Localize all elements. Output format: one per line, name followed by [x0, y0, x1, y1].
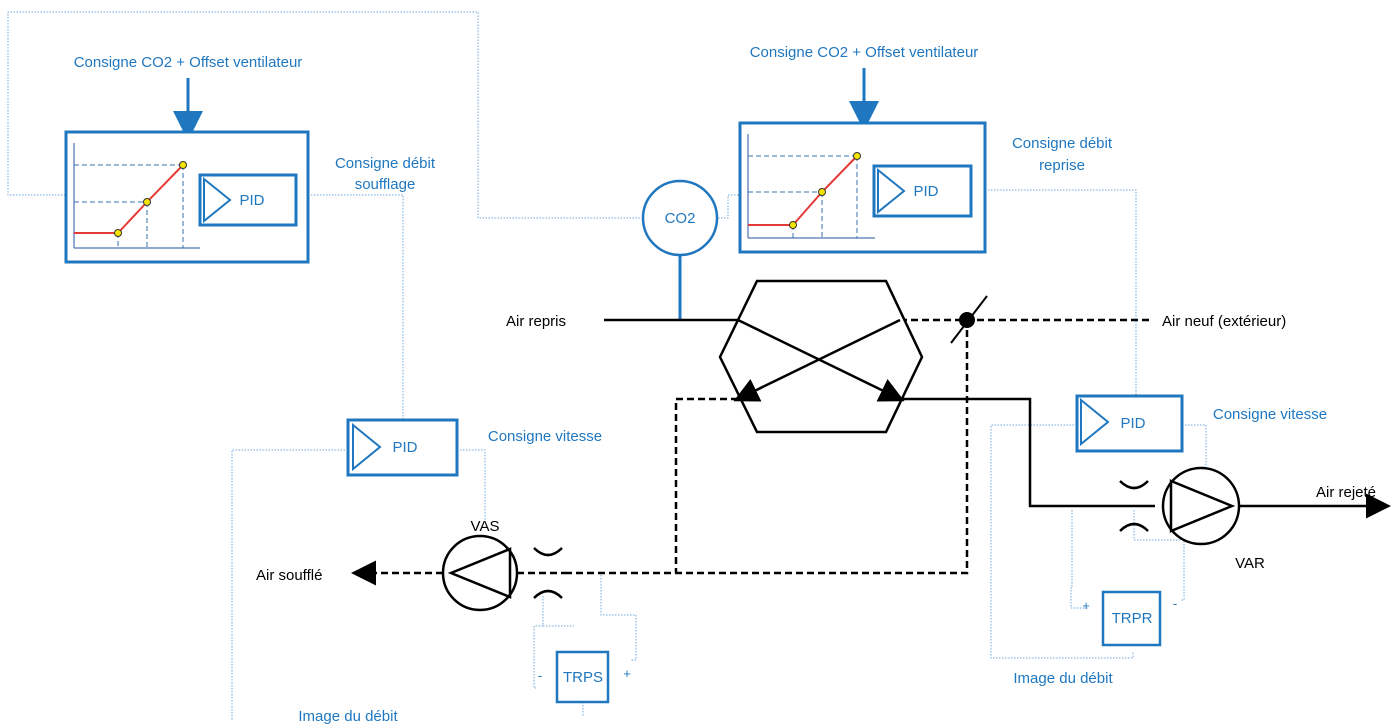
air-rejete-label: Air rejeté	[1316, 484, 1376, 501]
debit-reprise-label-2: reprise	[1039, 157, 1085, 174]
signal-wires	[7, 11, 1207, 720]
debit-reprise-label-1: Consigne débit	[1012, 135, 1113, 152]
setpoint-label-left: Consigne CO2 + Offset ventilateur	[74, 54, 303, 71]
air-repris-label: Air repris	[506, 313, 566, 330]
heat-exchanger	[718, 279, 924, 434]
co2-sensor: CO2	[641, 179, 719, 320]
curve-left	[74, 164, 184, 234]
air-ducts	[351, 318, 1391, 586]
right-setpoint-controller: Consigne CO2 + Offset ventilateur PID	[738, 44, 987, 254]
left-setpoint-controller: Consigne CO2 + Offset ventilateur PID	[64, 54, 310, 264]
pid-vas: PID	[346, 418, 459, 477]
debit-soufflage-label-2: soufflage	[355, 176, 416, 193]
transmitter-trpr: TRPR + -	[1082, 590, 1177, 647]
pid-var: PID	[1075, 394, 1184, 453]
pid-label-left-ctrl: PID	[239, 192, 264, 209]
fan-vas	[441, 534, 568, 612]
transmitter-trps: TRPS - +	[538, 650, 631, 704]
trps-label: TRPS	[563, 669, 603, 686]
pid-label-vas: PID	[392, 439, 417, 456]
debit-soufflage-label-1: Consigne débit	[335, 155, 436, 172]
damper	[950, 295, 988, 344]
trps-plus: +	[623, 666, 631, 681]
setpoint-label-right: Consigne CO2 + Offset ventilateur	[750, 44, 979, 61]
air-neuf-label: Air neuf (extérieur)	[1162, 313, 1286, 330]
vitesse-label-right: Consigne vitesse	[1213, 406, 1327, 423]
var-label: VAR	[1235, 555, 1265, 572]
fan-var	[1119, 466, 1241, 546]
pid-label-var: PID	[1120, 415, 1145, 432]
pid-label-right-ctrl: PID	[913, 183, 938, 200]
trpr-label: TRPR	[1112, 610, 1153, 627]
air-souffle-label: Air soufflé	[256, 567, 322, 584]
image-debit-label-left: Image du débit	[298, 708, 398, 725]
trpr-plus: +	[1082, 598, 1090, 613]
vas-label: VAS	[471, 518, 500, 535]
trps-minus: -	[538, 668, 542, 683]
image-debit-label-right: Image du débit	[1013, 670, 1113, 687]
trpr-minus: -	[1173, 596, 1177, 611]
co2-label: CO2	[665, 210, 696, 227]
vitesse-label-left: Consigne vitesse	[488, 428, 602, 445]
